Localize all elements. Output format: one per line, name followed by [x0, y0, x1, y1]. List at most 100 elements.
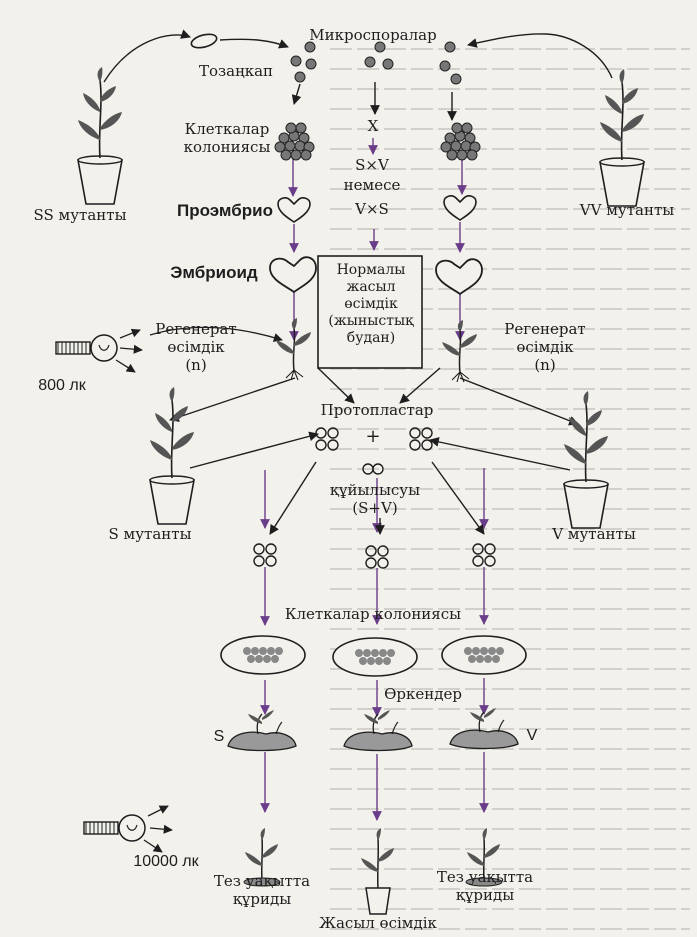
label-v: V: [526, 727, 538, 744]
label-ss-mutants: SS мутанты: [33, 206, 127, 224]
background-line: [330, 108, 690, 110]
protoplast-arrows: [169, 367, 579, 535]
connector-arrows: [103, 29, 613, 121]
background-line: [330, 608, 690, 610]
label-proembryo: Проэмбрио: [177, 201, 273, 220]
background-line: [330, 768, 690, 770]
label-cross-x: X: [367, 117, 379, 135]
label-sprouts: Өркендер: [384, 685, 462, 703]
background-line: [330, 248, 690, 250]
label-protoplasts: Протопластар: [320, 401, 434, 419]
label-v-mutants: V мутанты: [552, 525, 636, 543]
final-plants: [243, 828, 503, 915]
cell-colony-left-icon: [274, 122, 315, 161]
background-line: [330, 88, 690, 90]
connector-arrows-purple: [260, 138, 489, 821]
background-line: [330, 848, 690, 850]
label-lux-800: 800 лк: [38, 377, 86, 394]
background-line: [330, 588, 690, 590]
label-green-plant: Жасыл өсімдік: [319, 914, 437, 932]
background-line: [330, 48, 690, 50]
label-pollen: Тозаңкап: [198, 62, 274, 80]
background-line: [330, 228, 690, 230]
microspore-icon: [290, 41, 462, 85]
background-line: [330, 508, 690, 510]
label-s: S: [213, 728, 225, 745]
embryoid-left-icon: [269, 256, 317, 293]
callus-sprouts: [227, 707, 519, 752]
background-line: [330, 188, 690, 190]
background-line: [330, 408, 690, 410]
embryoid-right-icon: [435, 258, 483, 295]
background-line: [330, 308, 690, 310]
background-line: [330, 148, 690, 150]
s-mutant-plant-icon: [149, 386, 195, 525]
proembryo-left-icon: [277, 197, 311, 223]
lamp-10000-icon: [83, 814, 146, 842]
background-line: [330, 748, 690, 750]
label-plus: +: [365, 426, 381, 447]
background-line: [330, 928, 690, 930]
protoplast-left-icon: [315, 427, 339, 451]
fused-protoplast-icon: [362, 463, 384, 475]
background-line: [330, 488, 690, 490]
label-cell-colony: Клеткалар колониясы: [284, 605, 462, 623]
background-line: [330, 68, 690, 70]
background-line: [330, 348, 690, 350]
vv-mutant-plant-icon: [599, 68, 645, 207]
background-line: [330, 628, 690, 630]
background-line: [330, 528, 690, 530]
regenerant-left-icon: [275, 317, 312, 381]
background-line: [330, 688, 690, 690]
background-line: [330, 708, 690, 710]
label-vv-mutants: VV мутанты: [579, 201, 675, 219]
background-line: [330, 468, 690, 470]
background-line: [330, 168, 690, 170]
label-fusion: құйылысуы(S+V): [329, 481, 421, 517]
label-lux-10000: 10000 лк: [133, 853, 199, 870]
proembryo-right-icon: [443, 195, 477, 221]
background-line: [330, 568, 690, 570]
background-line: [330, 328, 690, 330]
background-line: [330, 828, 690, 830]
ss-mutant-plant-icon: [77, 66, 123, 205]
background-line: [330, 208, 690, 210]
pollen-grain-icon: [190, 33, 218, 49]
background-line: [330, 548, 690, 550]
colony-dishes: [220, 635, 527, 677]
background-line: [330, 728, 690, 730]
background-line: [330, 908, 690, 910]
label-or: немесе: [343, 176, 401, 194]
background-line: [330, 428, 690, 430]
label-microspores: Микроспоралар: [309, 26, 437, 44]
background-line: [330, 808, 690, 810]
background-line: [330, 268, 690, 270]
background-line: [330, 868, 690, 870]
label-cross-vxs: V×S: [355, 200, 389, 218]
normal-plant-box: [317, 255, 423, 369]
protoplast-right-icon: [409, 427, 433, 451]
v-mutant-plant-icon: [563, 390, 609, 529]
light-rays: [115, 326, 283, 853]
background-line: [330, 368, 690, 370]
background-line: [330, 788, 690, 790]
label-s-mutants: S мутанты: [108, 525, 192, 543]
regenerant-right-icon: [441, 319, 478, 383]
background-line: [330, 288, 690, 290]
label-embryoid: Эмбриоид: [170, 263, 258, 282]
protoplast-row-icons: [253, 543, 496, 569]
background-line: [330, 388, 690, 390]
lamp-800-icon: [55, 334, 118, 362]
background-line: [330, 448, 690, 450]
background-line: [330, 888, 690, 890]
background-line: [330, 128, 690, 130]
cell-colony-right-icon: [440, 122, 481, 161]
